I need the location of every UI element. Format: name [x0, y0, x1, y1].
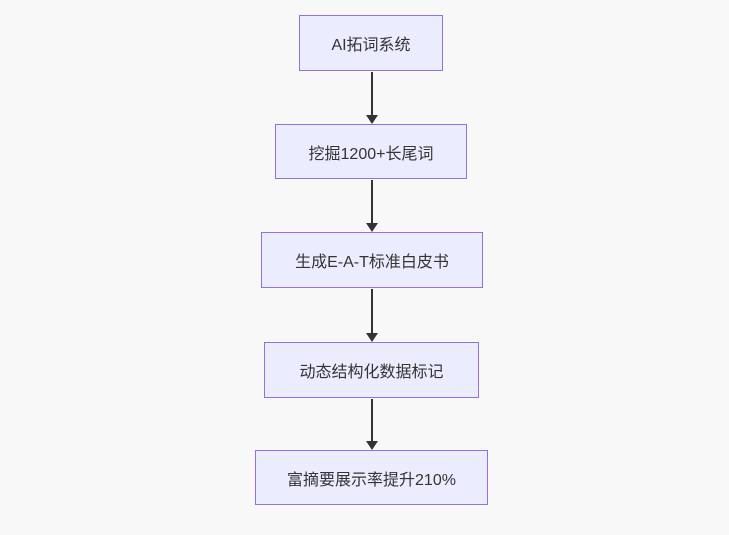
- edge-line: [370, 399, 373, 443]
- arrow-down-icon: [365, 223, 378, 232]
- edge-line: [370, 180, 373, 225]
- flow-node-label: 动态结构化数据标记: [299, 364, 444, 381]
- arrow-down-icon: [365, 115, 378, 124]
- flow-edge-4: [365, 399, 378, 450]
- flow-node-structured-data-markup: 动态结构化数据标记: [264, 342, 479, 398]
- flow-node-rich-snippet-uplift: 富摘要展示率提升210%: [255, 450, 488, 505]
- flow-node-eat-whitepaper: 生成E-A-T标准白皮书: [261, 232, 483, 288]
- edge-line: [370, 289, 373, 335]
- flow-edge-3: [365, 289, 378, 342]
- flow-node-label: AI拓词系统: [331, 37, 411, 54]
- flow-node-label: 富摘要展示率提升210%: [287, 471, 456, 489]
- flow-edge-2: [365, 180, 378, 232]
- flow-edge-1: [365, 72, 378, 124]
- flow-node-ai-keyword-system: AI拓词系统: [299, 15, 443, 71]
- flow-node-label: 挖掘1200+长尾词: [308, 145, 434, 163]
- flow-node-label: 生成E-A-T标准白皮书: [295, 254, 449, 271]
- flow-node-longtail-mining: 挖掘1200+长尾词: [275, 124, 467, 179]
- arrow-down-icon: [365, 333, 378, 342]
- edge-line: [370, 72, 373, 117]
- arrow-down-icon: [365, 441, 378, 450]
